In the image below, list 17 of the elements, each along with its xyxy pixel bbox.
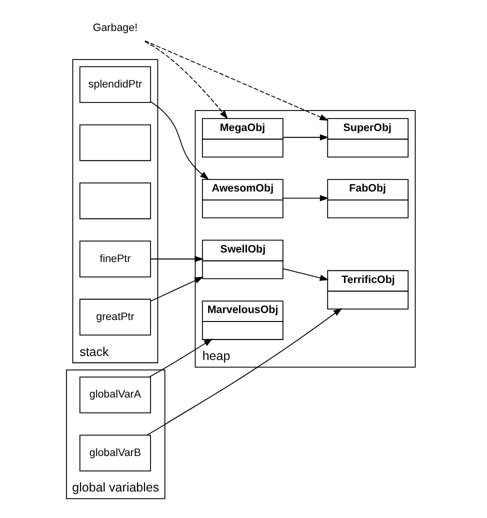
node-box: globalVarB xyxy=(78,434,150,472)
arrow xyxy=(282,134,328,140)
arrow xyxy=(146,308,342,436)
arrow xyxy=(282,195,328,202)
node-box xyxy=(78,124,150,162)
arrow xyxy=(150,256,204,262)
node-text: Garbage! xyxy=(92,22,138,34)
node-box: splendidPtr xyxy=(78,66,150,103)
arrow xyxy=(148,338,212,378)
arrow xyxy=(150,276,204,302)
node-box xyxy=(78,182,150,220)
node-box: greatPtr xyxy=(78,298,150,336)
arrow xyxy=(144,40,328,121)
node-box: globalVarA xyxy=(78,376,150,414)
node-box: finePtr xyxy=(78,240,150,278)
arrow xyxy=(150,101,208,180)
arrow xyxy=(144,41,228,120)
